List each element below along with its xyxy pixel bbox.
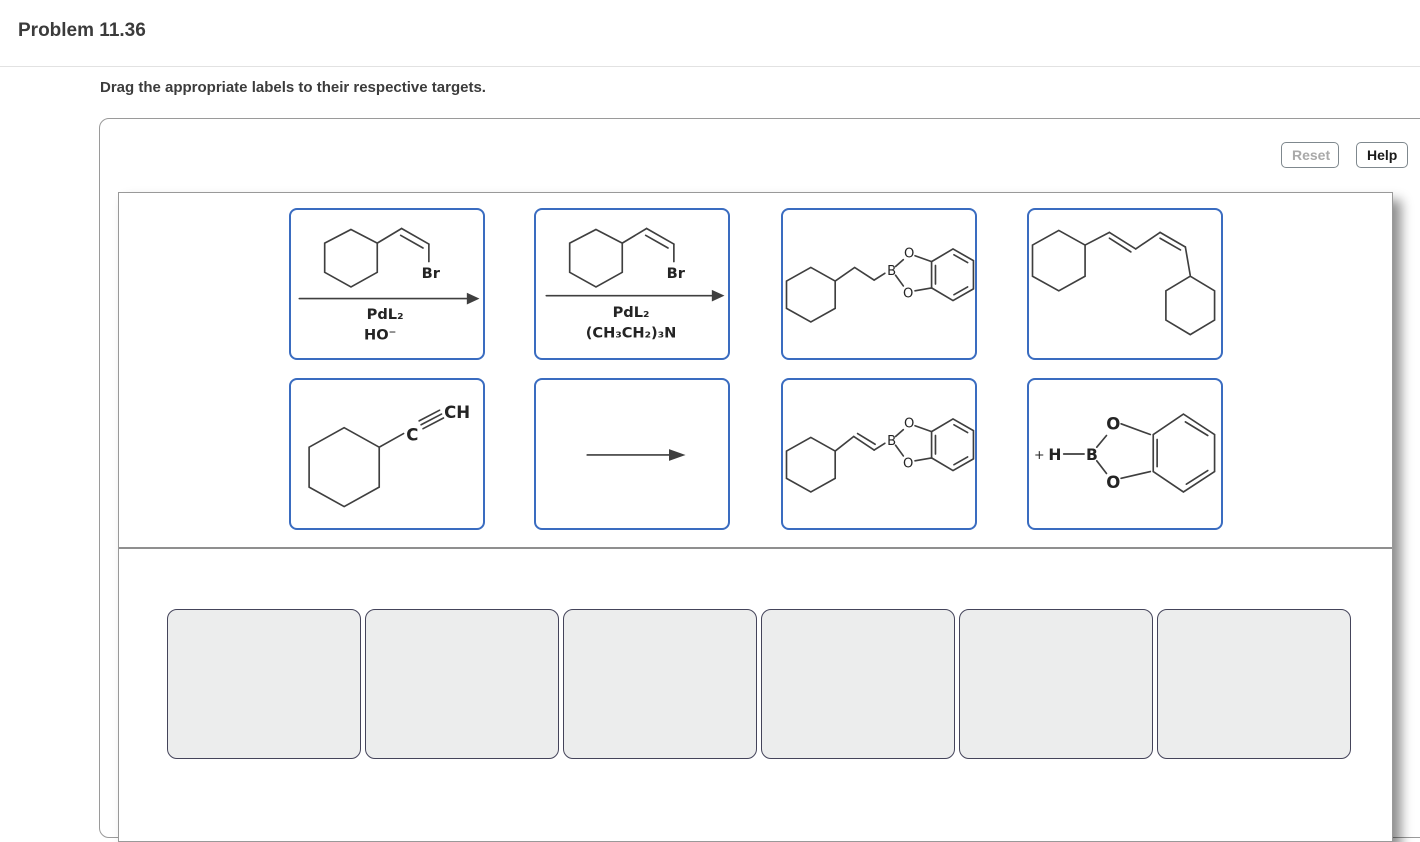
reaction-arrow-icon bbox=[586, 449, 686, 461]
cis-vinyl-bromide-structure-icon: Br PdL₂ HO⁻ bbox=[298, 227, 480, 344]
dicyclohexyl-diene-structure-icon bbox=[1031, 229, 1216, 336]
svg-text:O: O bbox=[904, 417, 914, 432]
catecholborane-structure-icon: + H B O O bbox=[1034, 413, 1216, 493]
help-button[interactable]: Help bbox=[1356, 142, 1408, 168]
label-tile-catecholborane[interactable]: + H B O O bbox=[1027, 378, 1223, 530]
svg-text:+: + bbox=[1034, 447, 1045, 462]
label-tile-ethynylcyclohexane[interactable]: C CH bbox=[289, 378, 485, 530]
cis-vinyl-bromide-structure-icon: Br PdL₂ (CH₃CH₂)₃N bbox=[545, 227, 725, 342]
svg-text:(CH₃CH₂)₃N: (CH₃CH₂)₃N bbox=[586, 325, 677, 342]
drag-drop-canvas: Br PdL₂ HO⁻ Br PdL₂ (CH₃CH₂)₃N B bbox=[118, 192, 1393, 842]
vinyl-catechol-boronate-structure-icon: B O O bbox=[785, 417, 975, 493]
drop-target-2[interactable] bbox=[365, 609, 559, 759]
svg-text:B: B bbox=[887, 434, 896, 449]
instruction-text: Drag the appropriate labels to their res… bbox=[100, 79, 486, 96]
label-tile-alkyl-boronate[interactable]: B O O bbox=[781, 208, 977, 360]
svg-text:C: C bbox=[406, 425, 418, 444]
svg-text:H: H bbox=[1048, 446, 1061, 464]
svg-text:O: O bbox=[1106, 473, 1120, 492]
svg-text:PdL₂: PdL₂ bbox=[613, 304, 650, 321]
reset-button[interactable]: Reset bbox=[1281, 142, 1339, 168]
svg-text:O: O bbox=[903, 457, 913, 472]
label-tile-dicyclohexyl-diene[interactable] bbox=[1027, 208, 1223, 360]
svg-text:O: O bbox=[904, 247, 914, 262]
drop-target-3[interactable] bbox=[563, 609, 757, 759]
label-tile-vinyl-boronate[interactable]: B O O bbox=[781, 378, 977, 530]
canvas-divider bbox=[119, 547, 1392, 549]
drop-target-4[interactable] bbox=[761, 609, 955, 759]
svg-text:B: B bbox=[887, 264, 896, 279]
page-title: Problem 11.36 bbox=[18, 20, 146, 41]
ethynylcyclohexane-structure-icon: C CH bbox=[308, 403, 470, 508]
svg-text:Br: Br bbox=[667, 265, 686, 282]
drop-target-5[interactable] bbox=[959, 609, 1153, 759]
svg-text:CH: CH bbox=[444, 403, 470, 422]
svg-text:B: B bbox=[1086, 446, 1098, 464]
label-tile-vinyl-bromide-pdl2-ho[interactable]: Br PdL₂ HO⁻ bbox=[289, 208, 485, 360]
svg-text:Br: Br bbox=[422, 265, 441, 282]
alkyl-catechol-boronate-structure-icon: B O O bbox=[785, 247, 975, 323]
svg-text:PdL₂: PdL₂ bbox=[367, 306, 404, 323]
label-tile-vinyl-bromide-pdl2-amine[interactable]: Br PdL₂ (CH₃CH₂)₃N bbox=[534, 208, 730, 360]
svg-text:HO⁻: HO⁻ bbox=[364, 327, 396, 344]
drop-target-1[interactable] bbox=[167, 609, 361, 759]
problem-header: Problem 11.36 bbox=[0, 0, 1420, 67]
svg-text:O: O bbox=[903, 287, 913, 302]
label-tile-reaction-arrow[interactable] bbox=[534, 378, 730, 530]
drop-target-6[interactable] bbox=[1157, 609, 1351, 759]
svg-text:O: O bbox=[1106, 415, 1120, 434]
